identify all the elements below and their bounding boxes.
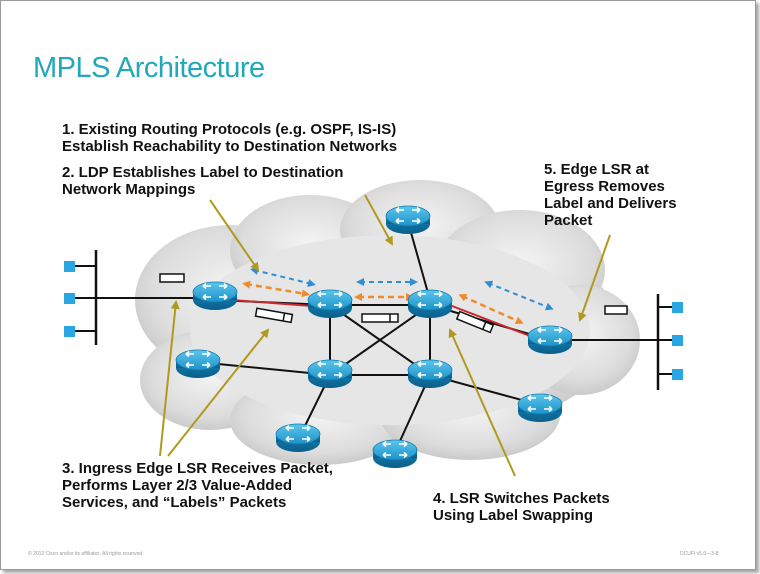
caption-swapping: 4. LSR Switches Packets Using Label Swap…: [433, 490, 610, 524]
labeled-packet-icon: [254, 307, 294, 324]
labeled-packet-icon: [361, 313, 399, 323]
packet-icon: [604, 305, 628, 315]
caption-egress-line4: Packet: [544, 212, 593, 229]
caption-egress-line3: Label and Delivers: [544, 195, 677, 212]
host-icon: [672, 302, 683, 313]
caption-ingress-line2: Performs Layer 2/3 Value-Added: [62, 477, 293, 494]
caption-ingress: 3. Ingress Edge LSR Receives Packet, Per…: [62, 460, 333, 511]
host-icon: [672, 369, 683, 380]
caption-swapping-line2: Using Label Swapping: [433, 507, 594, 524]
caption-egress: 5. Edge LSR at Egress Removes Label and …: [544, 161, 677, 229]
packet-arrows: [242, 280, 524, 325]
footer-slide-number: DCUFI v5.0—3-8: [680, 551, 719, 557]
caption-ingress-line3: Services, and “Labels” Packets: [62, 494, 287, 511]
caption-ldp-line1: 2. LDP Establishes Label to Destination: [62, 164, 344, 181]
host-icon: [64, 326, 75, 337]
host-icon: [64, 261, 75, 272]
callout-lines: [159, 194, 611, 477]
router-icon: [275, 423, 321, 453]
caption-egress-line2: Egress Removes: [544, 178, 665, 195]
egress-lan: [572, 294, 683, 390]
caption-ingress-line1: 3. Ingress Edge LSR Receives Packet,: [62, 460, 333, 477]
caption-routing-line1: 1. Existing Routing Protocols (e.g. OSPF…: [62, 121, 397, 138]
host-icon: [64, 293, 75, 304]
caption-swapping-line1: 4. LSR Switches Packets: [433, 490, 610, 507]
router-icon: [517, 393, 563, 423]
router-icon: [307, 359, 353, 389]
router-icon: [307, 289, 353, 319]
caption-ldp: 2. LDP Establishes Label to Destination …: [62, 164, 343, 198]
caption-egress-line1: 5. Edge LSR at: [544, 161, 650, 178]
packet-icon: [159, 273, 185, 283]
caption-routing-line2: Establish Reachability to Destination Ne…: [62, 138, 398, 155]
router-icon: [407, 289, 453, 319]
labeled-packet-icon: [455, 310, 495, 334]
router-icon: [385, 205, 431, 235]
router-icon: [192, 281, 238, 311]
router-icon: [372, 439, 418, 469]
footer-copyright: © 2012 Cisco and/or its affiliates. All …: [28, 551, 144, 557]
slide-title: MPLS Architecture: [33, 52, 265, 84]
router-icon: [175, 349, 221, 379]
ingress-lan: [64, 250, 200, 345]
router-icon: [527, 325, 573, 355]
router-icon: [407, 359, 453, 389]
caption-routing: 1. Existing Routing Protocols (e.g. OSPF…: [62, 121, 397, 155]
host-icon: [672, 335, 683, 346]
packets: [159, 273, 628, 334]
caption-ldp-line2: Network Mappings: [62, 181, 196, 198]
